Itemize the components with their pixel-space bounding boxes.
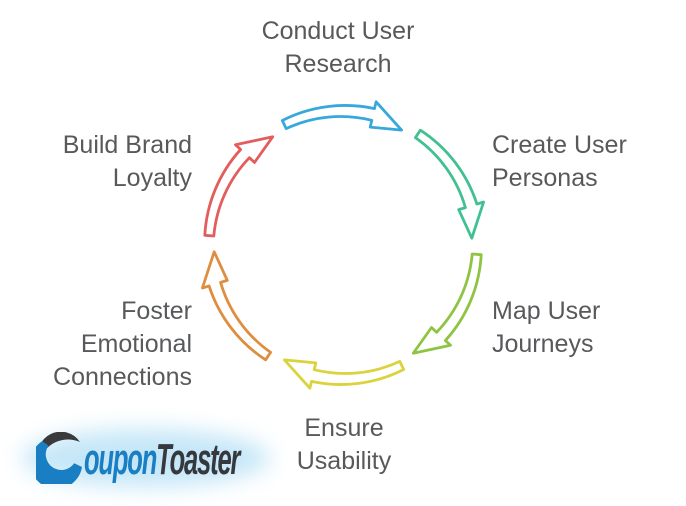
logo-wordmark: ouponToaster <box>84 434 240 486</box>
label-conduct-user-research: Conduct User Research <box>262 15 415 81</box>
label-line: Research <box>284 50 392 78</box>
coupontoaster-c-swoosh-icon <box>36 432 82 484</box>
cycle-arrow-top <box>280 100 403 132</box>
label-line: Create User <box>492 131 627 159</box>
label-line: Usability <box>296 447 392 475</box>
logo-text-toaster: Toaster <box>156 435 240 484</box>
label-line: Journeys <box>492 330 594 358</box>
label-line: Personas <box>492 164 598 192</box>
label-line: Loyalty <box>112 164 192 192</box>
cycle-arrow-upper-left <box>203 135 275 238</box>
cycle-arrow-lower-left <box>201 250 272 362</box>
logo-text-coupon: oupon <box>84 435 157 484</box>
label-line: Foster <box>121 297 192 325</box>
label-line: Conduct User <box>261 17 415 45</box>
label-line: Map User <box>492 297 601 325</box>
cycle-arrow-upper-right <box>414 128 485 240</box>
label-map-user-journeys: Map User Journeys <box>492 295 600 361</box>
coupontoaster-logo: ouponToaster <box>22 427 352 487</box>
cycle-arrow-lower-right <box>411 252 483 355</box>
label-line: Build Brand <box>62 131 192 159</box>
c-icon-dark-swoosh <box>37 432 80 462</box>
label-line: Connections <box>53 363 192 391</box>
cycle-arrow-bottom <box>283 358 406 390</box>
label-line: Emotional <box>80 330 192 358</box>
label-create-user-personas: Create User Personas <box>492 129 627 195</box>
label-foster-emotional-connections: Foster Emotional Connections <box>53 295 192 394</box>
label-ensure-usability: Ensure Usability <box>297 412 391 478</box>
c-icon-blue-swoosh <box>36 441 82 484</box>
label-line: Ensure <box>304 414 384 442</box>
label-build-brand-loyalty: Build Brand Loyalty <box>63 129 192 195</box>
